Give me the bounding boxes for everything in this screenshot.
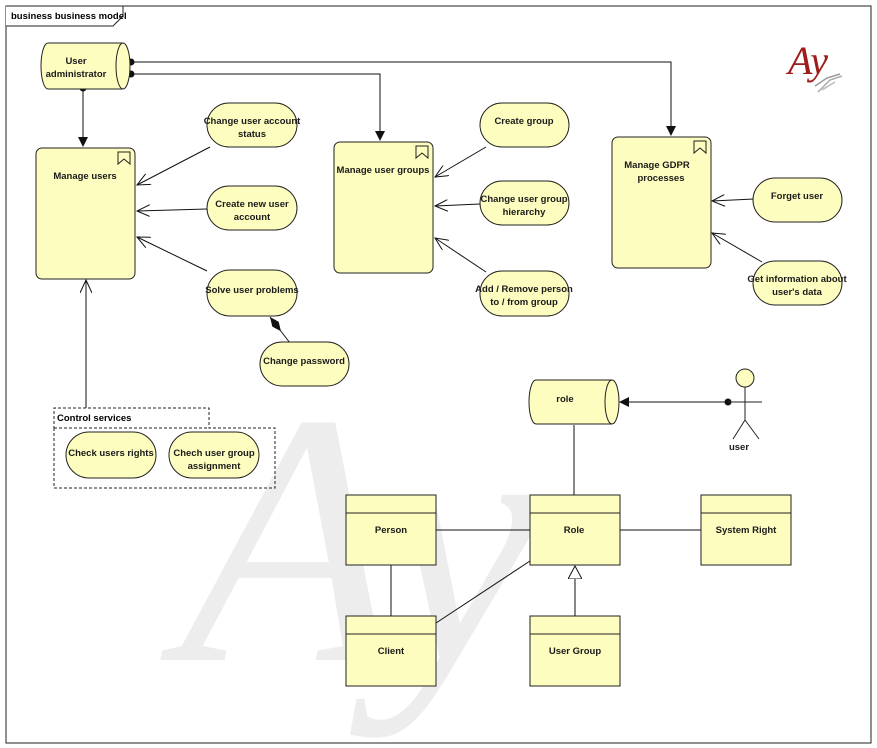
link-create-account	[137, 209, 208, 211]
node-label-line: Manage user groups	[337, 165, 430, 176]
user-actor-icon[interactable]: user	[728, 368, 762, 453]
node-label-line: Change user account	[204, 116, 301, 127]
node-label-line: Add / Remove person	[475, 284, 573, 295]
frame-title: business business model	[11, 11, 127, 22]
node-user-administrator[interactable]: User administrator	[40, 42, 131, 90]
node-label-line: Forget user	[771, 191, 824, 202]
node-label-line: user's data	[772, 287, 822, 298]
node-change-password[interactable]: Change password	[259, 341, 350, 387]
node-solve-user-problems[interactable]: Solve user problems	[205, 269, 299, 317]
node-change-user-account-status[interactable]: Change user account status	[204, 102, 301, 148]
node-role-cylinder[interactable]: role	[528, 379, 620, 425]
node-label-line: Create group	[494, 116, 553, 127]
class-system-right[interactable]: System Right	[700, 494, 792, 566]
link-change-status	[137, 146, 211, 185]
group-control-services[interactable]: Control services	[53, 407, 276, 489]
link-get-info	[712, 233, 763, 263]
node-label-line: Chech user group	[173, 448, 254, 459]
node-label-line: Client	[378, 646, 405, 657]
link-client-role	[435, 560, 531, 624]
brand-logo: Ay	[785, 38, 843, 93]
group-label: Control services	[57, 413, 131, 424]
node-label-line: Manage GDPR	[624, 160, 690, 171]
node-label-line: Check users rights	[68, 448, 154, 459]
link-change-hierarchy	[435, 204, 481, 206]
bookmark-icon	[117, 151, 131, 166]
link-add-remove	[435, 238, 487, 273]
node-get-information[interactable]: Get information about user's data	[747, 260, 847, 306]
node-label-line: administrator	[46, 69, 107, 80]
class-person[interactable]: Person	[345, 494, 437, 566]
node-label-line: User Group	[549, 646, 601, 657]
node-manage-users[interactable]: Manage users	[35, 147, 136, 280]
node-label-line: to / from group	[490, 297, 558, 308]
node-label-line: Solve user problems	[205, 285, 298, 296]
class-role[interactable]: Role	[529, 494, 621, 566]
bookmark-icon	[693, 140, 707, 155]
node-manage-gdpr[interactable]: Manage GDPR processes	[611, 136, 712, 269]
connectors	[78, 58, 763, 624]
node-manage-user-groups[interactable]: Manage user groups	[333, 141, 434, 274]
node-change-user-group-hierarchy[interactable]: Change user group hierarchy	[479, 180, 570, 226]
node-create-group[interactable]: Create group	[479, 102, 570, 148]
node-label-line: account	[234, 212, 271, 223]
actor-label: user	[729, 442, 749, 453]
link-solve-problems	[137, 237, 208, 272]
node-label-line: hierarchy	[503, 207, 546, 218]
logo-text: Ay	[785, 38, 828, 83]
node-label-line: status	[238, 129, 266, 140]
class-user-group[interactable]: User Group	[529, 615, 621, 687]
node-add-remove-person[interactable]: Add / Remove person to / from group	[475, 270, 573, 317]
link-forget-user	[712, 199, 755, 201]
node-label-line: Change password	[263, 356, 345, 367]
node-label-line: Create new user	[215, 199, 289, 210]
node-check-user-group-assignment[interactable]: Chech user group assignment	[168, 431, 260, 479]
link-create-group	[435, 146, 487, 177]
node-label-line: assignment	[188, 461, 242, 472]
node-forget-user[interactable]: Forget user	[752, 177, 843, 223]
node-label-line: User	[65, 56, 86, 67]
node-label-line: Role	[564, 525, 585, 536]
node-label-line: Manage users	[53, 171, 116, 182]
class-client[interactable]: Client	[345, 615, 437, 687]
node-label-line: Change user group	[480, 194, 567, 205]
flow-admin-to-manage-gdpr	[127, 58, 676, 136]
node-label-line: role	[556, 394, 573, 405]
node-create-new-user-account[interactable]: Create new user account	[206, 185, 298, 231]
node-check-users-rights[interactable]: Check users rights	[65, 431, 157, 479]
node-label-line: processes	[637, 173, 684, 184]
bookmark-icon	[415, 145, 429, 160]
node-label-line: System Right	[716, 525, 778, 536]
node-label-line: Person	[375, 525, 407, 536]
link-change-password	[269, 316, 291, 344]
node-label-line: Get information about	[747, 274, 847, 285]
